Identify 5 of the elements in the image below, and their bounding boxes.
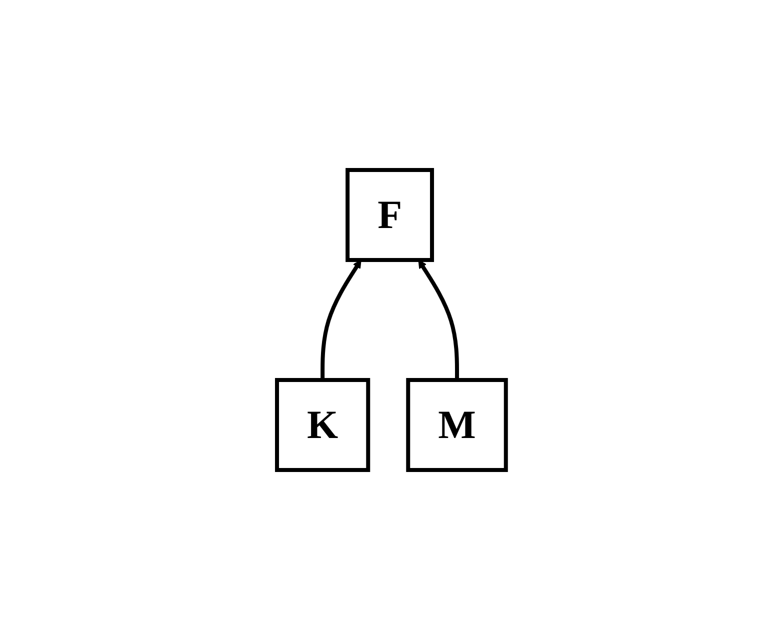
arrow [320, 260, 362, 380]
node-box: F [346, 168, 434, 262]
node-box: K [275, 378, 370, 472]
arrow [418, 260, 460, 380]
node-box: M [406, 378, 508, 472]
